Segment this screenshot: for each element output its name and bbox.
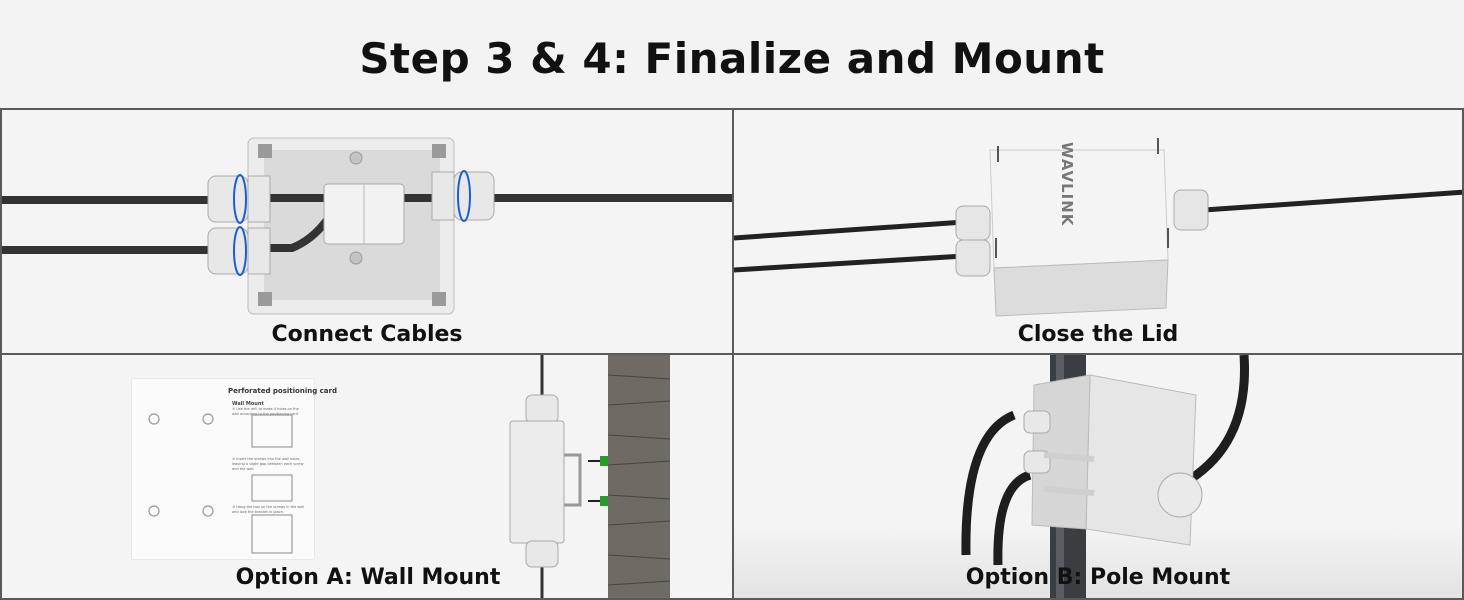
caption-close-lid: Close the Lid [1017, 322, 1179, 347]
keyhole-marks [148, 413, 293, 554]
caption-pole-mount: Option B: Pole Mount [965, 565, 1231, 590]
card-step-1: ① Use the drill to make 4 holes on the w… [232, 407, 299, 416]
caption-connect-cables: Connect Cables [271, 322, 463, 347]
caption-wall-mount: Option A: Wall Mount [235, 565, 501, 590]
panel-connect-cables: Connect Cables [0, 108, 734, 355]
page-title: Step 3 & 4: Finalize and Mount [359, 34, 1105, 83]
card-step-2: ② Insert the screws into the wall holes,… [232, 457, 304, 471]
panel-pole-mount: Option B: Pole Mount [732, 353, 1464, 600]
connect-cables-illustration [2, 137, 732, 315]
close-lid-illustration [734, 138, 1462, 317]
panel-wall-mount: Perforated positioning card Wall Mount ①… [0, 353, 734, 600]
positioning-card: Perforated positioning card Wall Mount ①… [132, 379, 337, 559]
wavlink-logo: WAVLINK [1058, 142, 1076, 227]
panel-close-lid: WAVLINK Close the Lid [732, 108, 1464, 355]
card-title: Perforated positioning card [228, 387, 337, 395]
card-step-3: ③ Hang the box on the screws in the wall… [232, 505, 305, 514]
pole-mount-illustration [734, 355, 1462, 598]
wall-mount-illustration [509, 355, 671, 598]
steps-grid: Connect Cables WAVLINK Close the Lid [0, 108, 1464, 600]
card-subtitle: Wall Mount [232, 401, 264, 407]
